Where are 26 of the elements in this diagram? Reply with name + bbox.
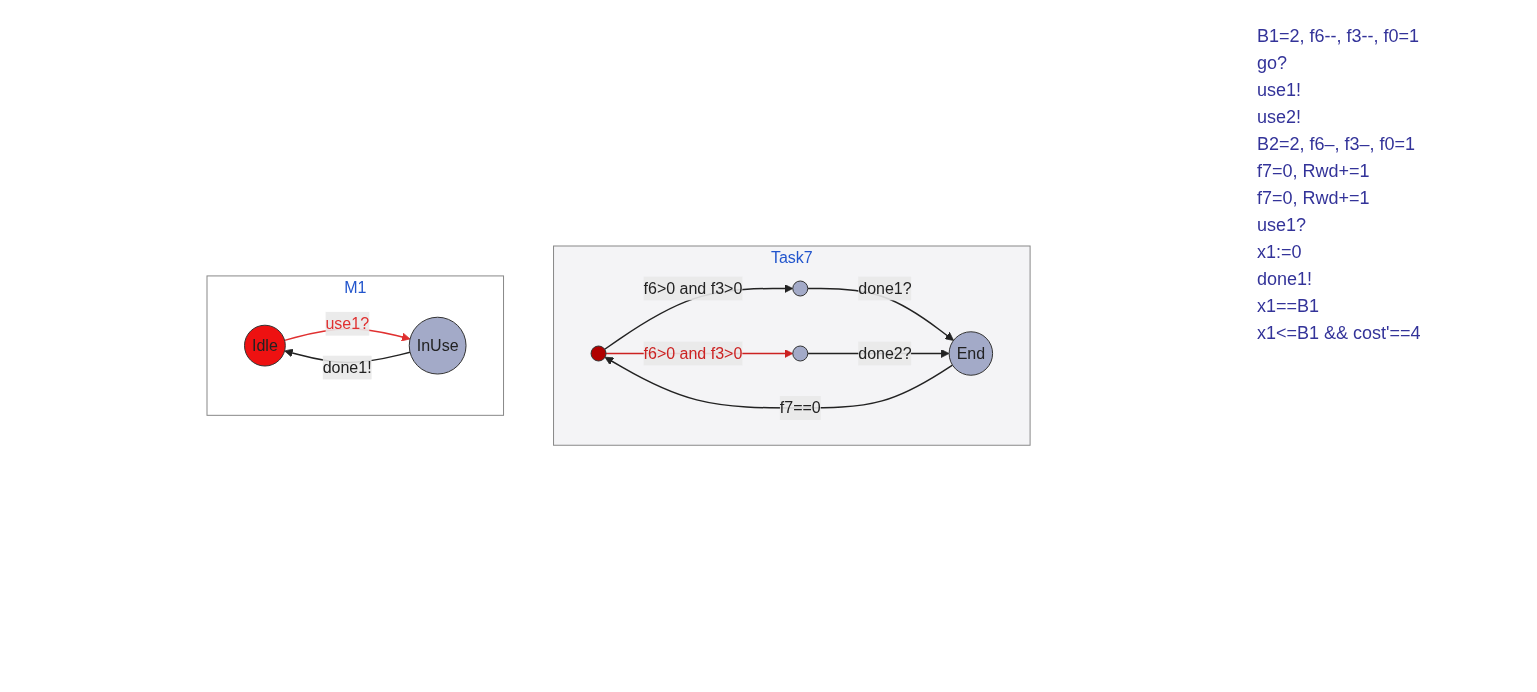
edge-label: f7==0 xyxy=(779,399,821,417)
annotation-text: use1! xyxy=(1257,80,1303,101)
annotation-text: x1:=0 xyxy=(1257,242,1303,263)
annotation-text: x1==B1 xyxy=(1257,296,1321,317)
node-circle: InUse xyxy=(408,317,467,375)
edge-label: done1? xyxy=(858,279,912,297)
node-circle: Idle xyxy=(243,325,286,367)
annotation-text: use2! xyxy=(1257,107,1303,128)
annotation-text: B2=2, f6–, f3–, f0=1 xyxy=(1257,134,1417,155)
node-circle xyxy=(590,345,607,362)
annotation-text: B1=2, f6--, f3--, f0=1 xyxy=(1257,26,1421,47)
arrow xyxy=(604,357,954,410)
edge-label: done1! xyxy=(322,358,372,376)
annotation-text: use1? xyxy=(1257,215,1308,236)
node-circle: End xyxy=(948,331,994,377)
edge-label: f6>0 and f3>0 xyxy=(643,344,743,362)
annotation-text: done1! xyxy=(1257,269,1314,290)
edge-label: use1? xyxy=(325,315,370,332)
edge-label: done2? xyxy=(858,344,912,362)
edge-label: f6>0 and f3>0 xyxy=(643,279,743,297)
annotation-text: x1<=B1 && cost'==4 xyxy=(1257,323,1422,344)
annotation-text: f7=0, Rwd+=1 xyxy=(1257,161,1371,182)
node-circle xyxy=(792,280,809,297)
annotation-text: f7=0, Rwd+=1 xyxy=(1257,188,1371,209)
annotation-text: go? xyxy=(1257,53,1289,74)
node-circle xyxy=(792,345,809,362)
